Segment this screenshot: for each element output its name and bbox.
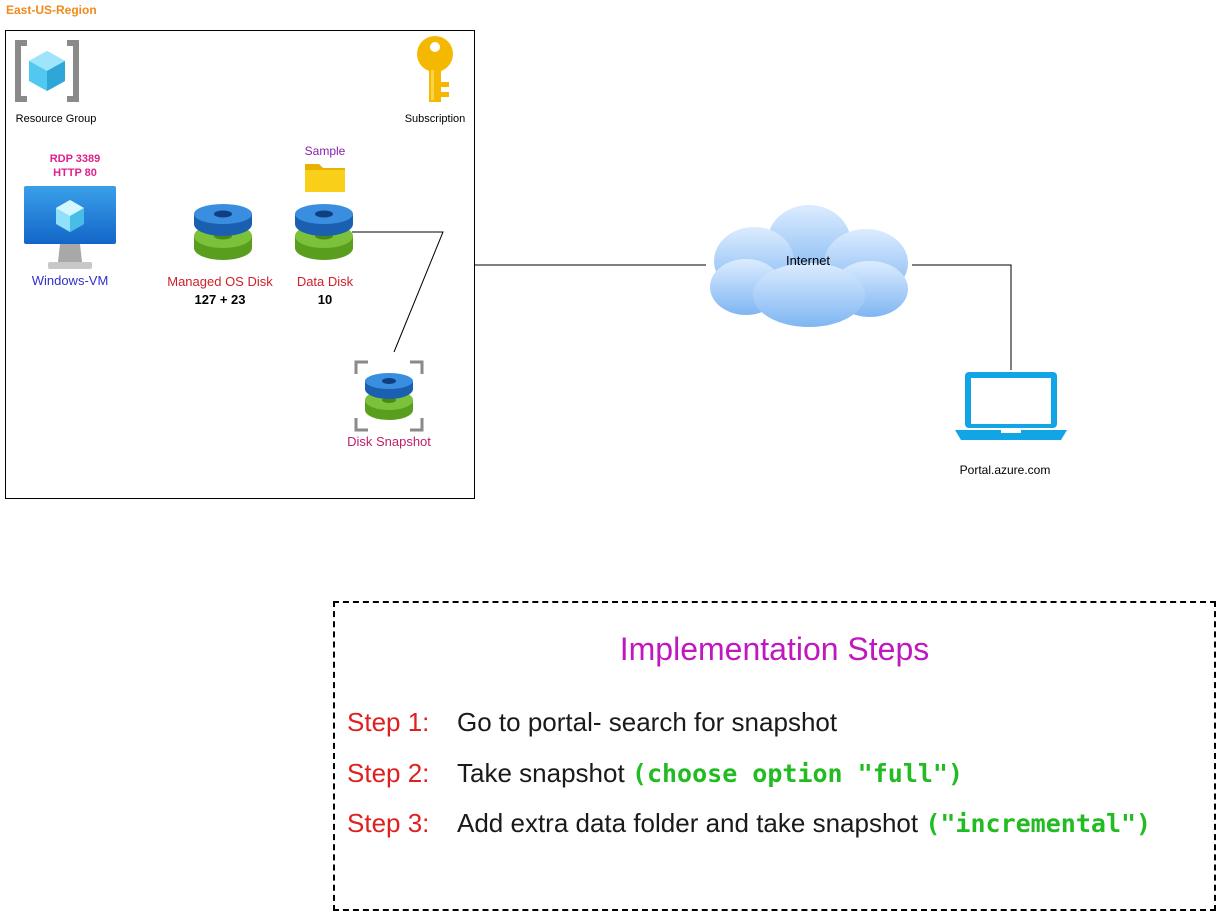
folder-icon [305, 164, 345, 192]
data-disk-label: Data Disk [296, 274, 354, 289]
laptop-icon [955, 372, 1067, 440]
step-highlight: ("incremental") [925, 809, 1152, 838]
subscription-label: Subscription [404, 113, 466, 125]
resource-group-icon [15, 40, 79, 102]
portal-label: Portal.azure.com [959, 463, 1051, 477]
step-number: Step 2: [347, 758, 430, 788]
step-row-2: Step 2: Take snapshot (choose option "ful… [347, 758, 963, 789]
region-label: East-US-Region [6, 3, 97, 17]
implementation-steps-panel: Implementation Steps Step 1: Go to portal… [333, 601, 1216, 911]
snapshot-label: Disk Snapshot [347, 434, 431, 449]
vm-label: Windows-VM [31, 273, 109, 288]
vm-monitor-icon [24, 186, 116, 269]
step-row-1: Step 1: Go to portal- search for snapshot [347, 707, 837, 738]
folder-label: Sample [304, 144, 346, 158]
key-icon [417, 36, 453, 102]
step-highlight: (choose option "full") [631, 759, 964, 788]
os-disk-size: 127 + 23 [194, 292, 246, 307]
step-row-3: Step 3: Add extra data folder and take sn… [347, 808, 1151, 839]
data-disk-icon [295, 204, 353, 260]
step-text: Take snapshot [457, 758, 632, 788]
os-disk-icon [194, 204, 252, 260]
internet-label: Internet [785, 253, 831, 268]
region-container [5, 30, 475, 499]
step-number: Step 3: [347, 808, 430, 838]
resource-group-label: Resource Group [15, 113, 97, 125]
internet-to-portal-connector [912, 264, 1012, 370]
snapshot-icon [354, 360, 424, 432]
step-text: Add extra data folder and take snapshot [457, 808, 926, 838]
data-disk-to-snapshot-connector [352, 231, 444, 353]
os-disk-label: Managed OS Disk [167, 274, 273, 289]
step-number: Step 1: [347, 707, 430, 737]
step-text: Go to portal- search for snapshot [457, 707, 838, 737]
vm-port-rdp: RDP 3389 [49, 153, 101, 165]
steps-title: Implementation Steps [619, 631, 930, 667]
data-disk-size: 10 [317, 292, 333, 307]
vm-port-http: HTTP 80 [53, 167, 97, 179]
cloud-icon [710, 205, 908, 327]
